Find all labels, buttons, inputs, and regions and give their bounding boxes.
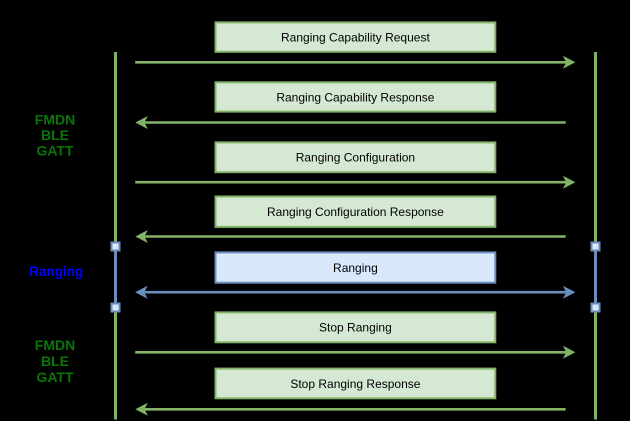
svg-text:Ranging Configuration: Ranging Configuration: [296, 151, 415, 165]
svg-text:BLE: BLE: [41, 127, 69, 143]
svg-text:Ranging Capability Request: Ranging Capability Request: [281, 30, 430, 44]
svg-text:Stop Ranging Response: Stop Ranging Response: [290, 377, 420, 391]
svg-text:Ranging Configuration Response: Ranging Configuration Response: [267, 205, 444, 219]
svg-text:FMDN: FMDN: [35, 112, 75, 128]
svg-text:Stop Ranging: Stop Ranging: [319, 321, 392, 335]
svg-text:FMDN: FMDN: [35, 337, 75, 353]
svg-text:Ranging Capability Response: Ranging Capability Response: [276, 90, 434, 104]
svg-text:GATT: GATT: [36, 369, 74, 385]
svg-text:Ranging: Ranging: [333, 261, 378, 275]
svg-text:Ranging: Ranging: [29, 264, 83, 279]
svg-text:BLE: BLE: [41, 353, 69, 369]
svg-text:GATT: GATT: [36, 143, 74, 159]
